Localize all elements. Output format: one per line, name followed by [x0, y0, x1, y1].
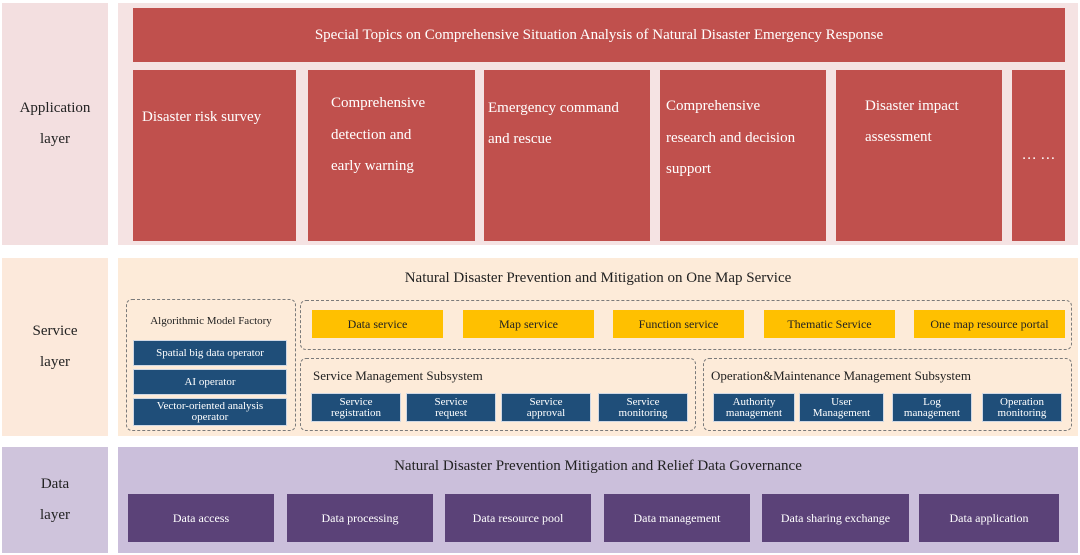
service-approval: Service approval [501, 393, 591, 422]
data-sharing-exchange: Data sharing exchange [762, 494, 909, 542]
spatial-big-data-operator: Spatial big data operator [133, 340, 287, 366]
om-management-group [703, 358, 1072, 431]
app-box-disaster-risk-survey: Disaster risk survey [133, 70, 296, 241]
service-list-group [300, 300, 1072, 350]
app-box-research-decision: Comprehensive research and decision supp… [660, 70, 826, 241]
application-banner: Special Topics on Comprehensive Situatio… [133, 8, 1065, 62]
data-application: Data application [919, 494, 1059, 542]
service-title: Natural Disaster Prevention and Mitigati… [404, 269, 792, 286]
data-resource-pool: Data resource pool [445, 494, 591, 542]
om-management-title: Operation&Maintenance Management Subsyst… [711, 368, 971, 383]
algorithmic-model-factory-title: Algorithmic Model Factory [150, 315, 272, 327]
app-box-more: … … [1012, 70, 1065, 241]
service-layer-label: Service layer [2, 258, 108, 436]
app-box-impact-assessment: Disaster impact assessment [836, 70, 1002, 241]
application-layer-label: Application layer [2, 3, 108, 245]
map-service: Map service [463, 310, 594, 338]
algorithmic-model-factory-group [126, 299, 296, 431]
ai-operator: AI operator [133, 369, 287, 395]
vector-analysis-operator: Vector-oriented analysis operator [133, 398, 287, 426]
data-processing: Data processing [287, 494, 433, 542]
service-management-group [300, 358, 696, 431]
function-service: Function service [613, 310, 744, 338]
one-map-resource-portal: One map resource portal [914, 310, 1065, 338]
app-box-emergency-command: Emergency command and rescue [484, 70, 650, 241]
service-monitoring: Service monitoring [598, 393, 688, 422]
service-request: Service request [406, 393, 496, 422]
app-box-detection-warning: Comprehensive detection and early warnin… [308, 70, 475, 241]
data-layer-label: Data layer [2, 447, 108, 553]
service-management-title: Service Management Subsystem [313, 368, 483, 383]
authority-management: Authority management [713, 393, 795, 422]
operation-monitoring: Operation monitoring [982, 393, 1062, 422]
user-management: User Management [799, 393, 884, 422]
data-access: Data access [128, 494, 274, 542]
data-management: Data management [604, 494, 750, 542]
data-governance-title: Natural Disaster Prevention Mitigation a… [394, 457, 802, 474]
log-management: Log management [892, 393, 972, 422]
data-service: Data service [312, 310, 443, 338]
service-registration: Service registration [311, 393, 401, 422]
data-layer-panel [118, 447, 1078, 553]
thematic-service: Thematic Service [764, 310, 895, 338]
